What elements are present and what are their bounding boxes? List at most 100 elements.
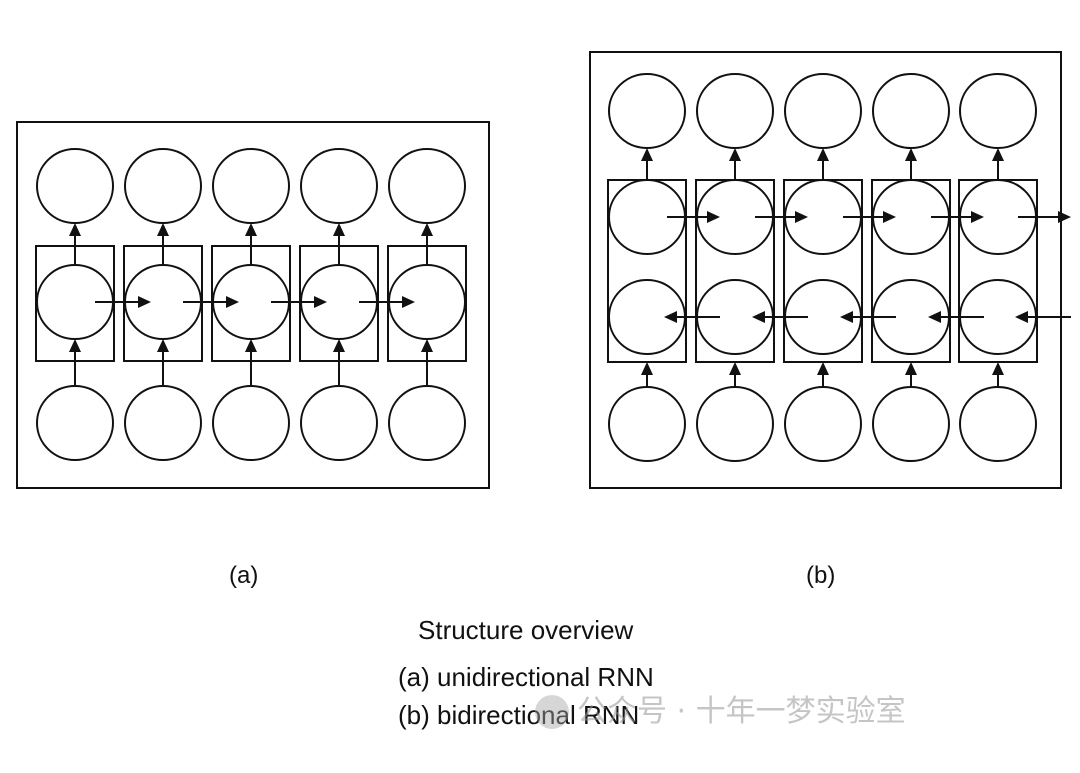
figure-caption-title: Structure overview — [418, 615, 634, 645]
bidirectional-rnn-panel — [589, 51, 1071, 489]
input-to-cell-arrow — [729, 362, 741, 387]
forward-recurrent-arrow-1 — [667, 211, 720, 223]
arrowhead-icon — [421, 339, 433, 352]
birnn-cell-box — [958, 179, 1038, 363]
input-to-hidden-arrow — [421, 339, 433, 386]
hidden-to-output-arrow — [69, 223, 81, 265]
arrowhead-icon — [641, 148, 653, 161]
recurrent-forward-arrow-2 — [183, 296, 239, 308]
arrowhead-icon — [138, 296, 151, 308]
input-node — [212, 385, 290, 461]
output-node — [124, 148, 202, 224]
arrowhead-icon — [707, 211, 720, 223]
watermark: 公众号 · 十年一梦实验室 — [535, 694, 906, 730]
output-node — [36, 148, 114, 224]
cell-to-output-arrow — [817, 148, 829, 180]
input-node — [124, 385, 202, 461]
output-node — [300, 148, 378, 224]
output-node — [696, 73, 774, 149]
arrowhead-icon — [928, 311, 941, 323]
birnn-cell-box — [695, 179, 775, 363]
input-node — [784, 386, 862, 462]
arrowhead-icon — [1058, 211, 1071, 223]
input-to-cell-arrow — [817, 362, 829, 387]
input-node — [696, 386, 774, 462]
backward-recurrent-arrow-4 — [928, 311, 984, 323]
arrowhead-icon — [664, 311, 677, 323]
input-node — [608, 386, 686, 462]
arrowhead-icon — [333, 223, 345, 236]
timestep-2 — [123, 148, 203, 461]
hidden-to-output-arrow — [245, 223, 257, 265]
arrowhead-icon — [333, 339, 345, 352]
input-to-hidden-arrow — [245, 339, 257, 386]
arrowhead-icon — [992, 362, 1004, 375]
output-node — [212, 148, 290, 224]
input-node — [959, 386, 1037, 462]
panel-b-frame — [589, 51, 1062, 489]
panel-a-frame — [16, 121, 490, 489]
arrowhead-icon — [992, 148, 1004, 161]
output-node — [608, 73, 686, 149]
arrowhead-icon — [971, 211, 984, 223]
panel-a-caption: (a) — [229, 562, 259, 589]
backward-recurrent-arrow-5 — [1015, 311, 1071, 323]
backward-recurrent-arrow-2 — [752, 311, 808, 323]
arrowhead-icon — [641, 362, 653, 375]
arrowhead-icon — [421, 223, 433, 236]
output-node — [959, 73, 1037, 149]
input-to-hidden-arrow — [157, 339, 169, 386]
backward-recurrent-arrow-1 — [664, 311, 720, 323]
timestep-3 — [783, 73, 863, 462]
arrowhead-icon — [157, 223, 169, 236]
arrowhead-icon — [883, 211, 896, 223]
output-node — [388, 148, 466, 224]
figure-caption-line-b: (b) bidirectional RNN — [398, 700, 640, 730]
timestep-5 — [958, 73, 1038, 462]
arrowhead-icon — [905, 148, 917, 161]
timestep-3 — [211, 148, 291, 461]
cell-to-output-arrow — [992, 148, 1004, 180]
arrowhead-icon — [729, 148, 741, 161]
arrowhead-icon — [69, 339, 81, 352]
arrowhead-icon — [314, 296, 327, 308]
arrowhead-icon — [817, 362, 829, 375]
forward-recurrent-arrow-2 — [755, 211, 808, 223]
output-node — [784, 73, 862, 149]
input-to-cell-arrow — [905, 362, 917, 387]
arrowhead-icon — [402, 296, 415, 308]
timestep-5 — [387, 148, 467, 461]
watermark-text: 公众号 · 十年一梦实验室 — [577, 694, 906, 729]
cell-to-output-arrow — [641, 148, 653, 180]
unidirectional-rnn-panel — [16, 121, 490, 489]
cell-to-output-arrow — [729, 148, 741, 180]
arrowhead-icon — [157, 339, 169, 352]
output-node — [872, 73, 950, 149]
arrowhead-icon — [1015, 311, 1028, 323]
figure-caption-line-a: (a) unidirectional RNN — [398, 662, 654, 692]
hidden-to-output-arrow — [421, 223, 433, 265]
arrowhead-icon — [795, 211, 808, 223]
forward-recurrent-arrow-5 — [1018, 211, 1071, 223]
timestep-4 — [871, 73, 951, 462]
arrowhead-icon — [752, 311, 765, 323]
birnn-cell-box — [607, 179, 687, 363]
birnn-cell-box — [783, 179, 863, 363]
timestep-1 — [35, 148, 115, 461]
input-to-hidden-arrow — [69, 339, 81, 386]
recurrent-forward-arrow-4 — [359, 296, 415, 308]
arrowhead-icon — [245, 223, 257, 236]
input-to-cell-arrow — [992, 362, 1004, 387]
recurrent-forward-arrow-3 — [271, 296, 327, 308]
arrowhead-icon — [245, 339, 257, 352]
backward-recurrent-arrow-3 — [840, 311, 896, 323]
forward-recurrent-arrow-4 — [931, 211, 984, 223]
input-to-cell-arrow — [641, 362, 653, 387]
hidden-to-output-arrow — [333, 223, 345, 265]
timestep-2 — [695, 73, 775, 462]
cell-to-output-arrow — [905, 148, 917, 180]
timestep-1 — [607, 73, 687, 462]
input-to-hidden-arrow — [333, 339, 345, 386]
wechat-logo-icon — [535, 695, 569, 729]
